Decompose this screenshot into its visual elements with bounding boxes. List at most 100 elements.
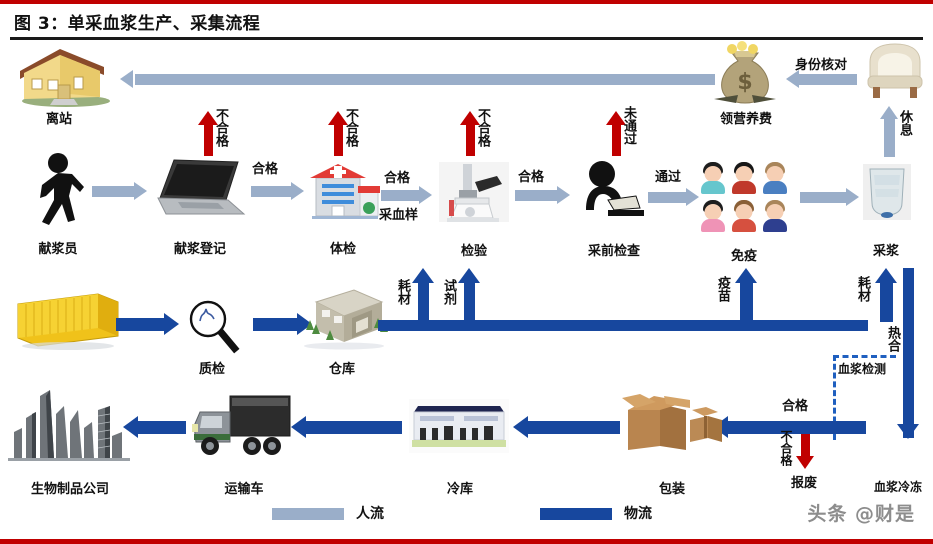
inspection-icon bbox=[437, 160, 511, 224]
transport-truck-label: 运输车 bbox=[224, 482, 264, 497]
return-to-exit-arrow-head bbox=[120, 70, 133, 88]
truck-to-company-arrow-shaft bbox=[138, 421, 186, 434]
qualified-bottom-label: 合格 bbox=[782, 399, 809, 414]
consumable-2-label: 耗材 bbox=[855, 276, 870, 302]
figure-title: 图 3：单采血浆生产、采集流程 bbox=[14, 14, 261, 34]
legend-swatch-logistics bbox=[540, 508, 612, 520]
pass-label-2: 合格 bbox=[384, 171, 411, 186]
inspection-fail-label: 不合格 bbox=[475, 108, 490, 147]
station-exit-label: 离站 bbox=[45, 112, 72, 127]
inspection-to-precheck-arrow-head bbox=[557, 186, 570, 204]
packaging-to-cold-arrow-shaft bbox=[528, 421, 620, 434]
consumable-1-arrow-shaft bbox=[418, 282, 429, 322]
blood-sample-label: 采血样 bbox=[379, 208, 419, 223]
donor-to-registration-arrow-head bbox=[134, 182, 147, 200]
bio-company-label: 生物制品公司 bbox=[30, 482, 109, 497]
rest-arrow-shaft bbox=[884, 119, 895, 157]
donor-to-registration-arrow-shaft bbox=[92, 186, 134, 197]
title-underline bbox=[10, 37, 923, 40]
heat-seal-label: 热合 bbox=[885, 326, 900, 352]
pass-label-4: 通过 bbox=[655, 170, 682, 185]
pass-label-3: 合格 bbox=[518, 170, 545, 185]
rest-arrow-head bbox=[880, 106, 898, 119]
bottom-red-rule bbox=[0, 539, 933, 544]
consumable-2-arrow-head bbox=[875, 268, 897, 283]
exam-fail-arrow-head bbox=[328, 111, 348, 125]
cold-to-truck-arrow-shaft bbox=[306, 421, 402, 434]
truck-to-company-arrow-head bbox=[123, 416, 138, 438]
plasma-test-label: 血浆检测 bbox=[838, 362, 887, 376]
immunization-icon bbox=[698, 160, 790, 234]
physical-exam-label: 体检 bbox=[329, 242, 356, 257]
pre-collection-check-icon bbox=[574, 158, 654, 222]
registration-icon bbox=[152, 156, 246, 218]
legend-label-logistics: 物流 bbox=[624, 506, 652, 522]
bio-company-icon bbox=[6, 388, 132, 464]
immunization-label: 免疫 bbox=[730, 249, 757, 264]
avatar bbox=[698, 160, 727, 196]
reagent-arrow-head bbox=[458, 268, 480, 283]
identity-check-label: 身份核对 bbox=[795, 58, 848, 73]
precheck-to-immunization-arrow-shaft bbox=[648, 192, 686, 203]
exam-to-inspection-arrow-shaft bbox=[381, 190, 419, 201]
inspection-fail-arrow-head bbox=[460, 111, 480, 125]
physical-exam-icon bbox=[304, 152, 382, 224]
return-to-exit-arrow-shaft bbox=[135, 74, 715, 85]
exam-fail-label: 不合格 bbox=[343, 108, 358, 147]
pre-collection-check-label: 采前检查 bbox=[587, 244, 640, 259]
legend-label-people: 人流 bbox=[356, 506, 384, 522]
avatar bbox=[761, 198, 790, 234]
immunization-to-collection-arrow-head bbox=[846, 188, 859, 206]
plasma-collection-label: 采浆 bbox=[872, 244, 899, 259]
vaccine-arrow-head bbox=[735, 268, 757, 283]
consumable-2-arrow-shaft bbox=[880, 282, 893, 322]
precheck-to-immunization-arrow-head bbox=[686, 188, 699, 206]
container-to-qc-arrow-shaft bbox=[116, 318, 164, 331]
registration-to-exam-arrow-shaft bbox=[251, 186, 291, 197]
plasma-freezing-label: 血浆冷冻 bbox=[873, 480, 922, 494]
avatar bbox=[761, 160, 790, 196]
identity-check-arrow-shaft bbox=[799, 74, 857, 85]
identity-check-arrow-head bbox=[786, 70, 799, 88]
avatar bbox=[698, 198, 727, 234]
watermark: 头条 @财是 bbox=[807, 503, 915, 525]
freeze-to-packaging-arrow-shaft bbox=[728, 421, 866, 434]
pass-label-1: 合格 bbox=[252, 162, 279, 177]
registration-fail-label: 不合格 bbox=[213, 108, 228, 147]
exam-to-inspection-arrow-head bbox=[419, 186, 432, 204]
consumable-1-arrow-head bbox=[412, 268, 434, 283]
vaccine-label: 疫苗 bbox=[715, 276, 730, 302]
plasma-collection-icon bbox=[862, 163, 912, 221]
quality-check-icon bbox=[182, 295, 244, 357]
heat-seal-arrow-head bbox=[897, 424, 919, 439]
qc-to-warehouse-arrow-shaft bbox=[253, 318, 297, 331]
immunization-to-collection-arrow-shaft bbox=[800, 192, 846, 203]
avatar bbox=[729, 198, 758, 234]
registration-fail-arrow-shaft bbox=[204, 124, 213, 156]
quality-check-label: 质检 bbox=[198, 362, 225, 377]
donor-icon bbox=[28, 152, 88, 228]
inbound-container-icon bbox=[12, 288, 124, 350]
cold-storage-icon bbox=[408, 398, 510, 454]
container-to-qc-arrow-head bbox=[164, 313, 179, 335]
vaccine-arrow-shaft bbox=[740, 282, 753, 322]
inspection-label: 检验 bbox=[460, 244, 487, 259]
avatar bbox=[729, 160, 758, 196]
reagent-label: 试剂 bbox=[441, 279, 456, 305]
packaging-label: 包装 bbox=[658, 482, 685, 497]
registration-fail-arrow-head bbox=[198, 111, 218, 125]
warehouse-label: 仓库 bbox=[328, 362, 355, 377]
precheck-fail-arrow-shaft bbox=[612, 124, 621, 156]
registration-to-exam-arrow-head bbox=[291, 182, 304, 200]
scrap-arrow-shaft bbox=[801, 434, 810, 458]
cold-storage-label: 冷库 bbox=[446, 482, 473, 497]
warehouse-icon bbox=[296, 284, 388, 350]
heat-seal-arrow-shaft bbox=[903, 268, 914, 438]
precheck-fail-label: 未通过 bbox=[621, 106, 636, 145]
scrap-arrow-head bbox=[796, 456, 814, 469]
allowance-label: 领营养费 bbox=[719, 112, 772, 127]
top-red-rule bbox=[0, 0, 933, 4]
packaging-icon bbox=[620, 392, 724, 454]
legend-swatch-people bbox=[272, 508, 344, 520]
